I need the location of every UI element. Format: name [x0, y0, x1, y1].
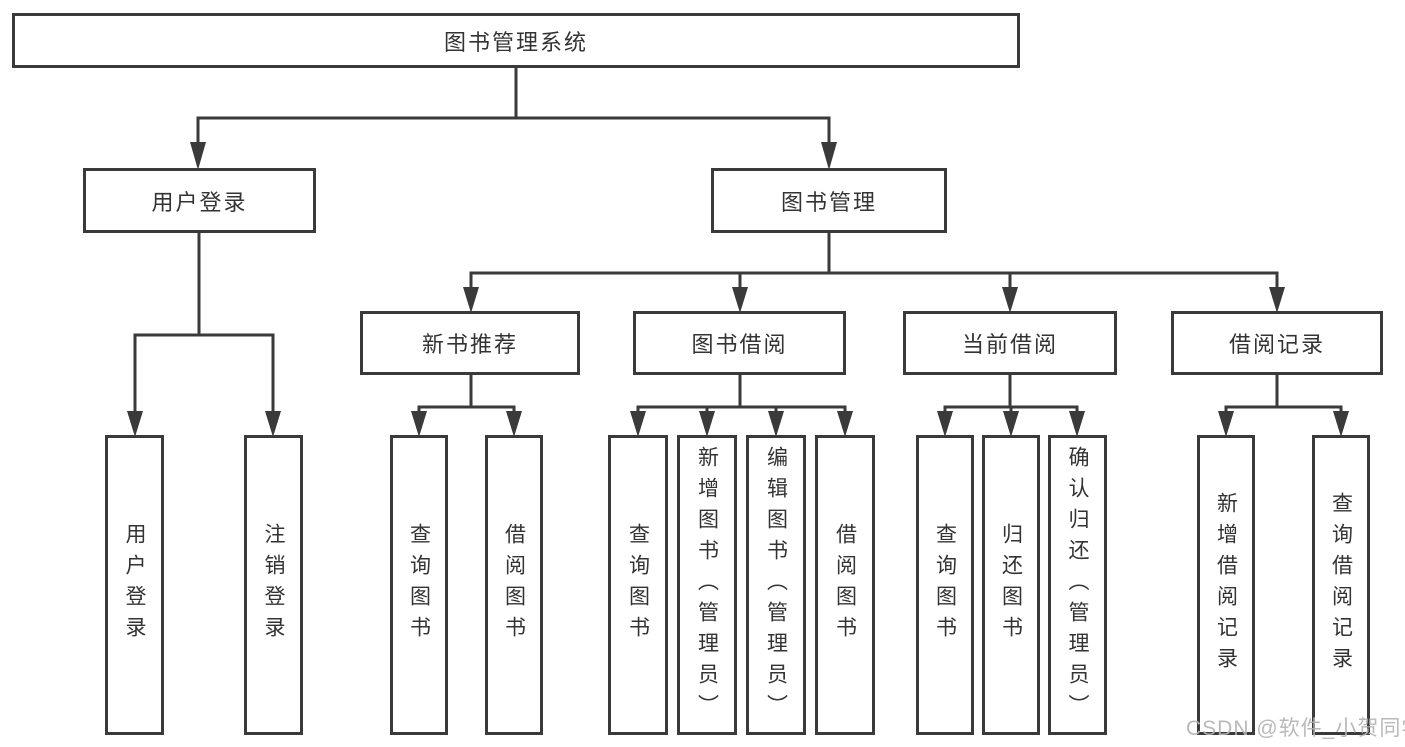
node-leaf-confirm-return-admin: 确认归还（管理员） [1048, 435, 1107, 735]
node-label: 确认归还（管理员） [1066, 445, 1090, 725]
node-label: 新书推荐 [421, 332, 518, 357]
node-book-borrowing: 图书借阅 [633, 311, 846, 375]
node-label: 图书管理系统 [443, 29, 588, 55]
watermark-csdn: CSDN @软件_小贺同学 [1186, 717, 1405, 740]
node-current-borrowing: 当前借阅 [903, 311, 1117, 375]
node-label: 查询图书 [933, 523, 958, 647]
node-label: 当前借阅 [961, 332, 1058, 357]
node-label: 查询图书 [626, 523, 651, 647]
node-label: 查询借阅记录 [1329, 492, 1354, 678]
node-user-login: 用户登录 [83, 168, 316, 233]
node-leaf-add-borrow-record: 新增借阅记录 [1197, 435, 1255, 735]
arrowheads [127, 142, 1349, 437]
node-label: 借阅图书 [502, 523, 527, 647]
node-leaf-add-books-admin: 新增图书（管理员） [677, 435, 737, 735]
node-label: 用户登录 [123, 523, 147, 647]
node-label: 新增借阅记录 [1214, 492, 1239, 678]
node-leaf-user-login: 用户登录 [105, 435, 164, 735]
node-leaf-query-books-current: 查询图书 [916, 435, 974, 735]
node-label: 图书管理 [780, 189, 877, 215]
node-leaf-return-books: 归还图书 [982, 435, 1040, 735]
node-label: 借阅图书 [833, 523, 858, 647]
node-leaf-logout-login: 注销登录 [244, 435, 303, 735]
node-leaf-query-borrow-record: 查询借阅记录 [1312, 435, 1370, 735]
node-leaf-query-books-borrowing: 查询图书 [608, 435, 668, 735]
node-label: 编辑图书（管理员） [764, 445, 789, 725]
node-leaf-borrow-books-borrowing: 借阅图书 [815, 435, 875, 735]
node-borrowing-records: 借阅记录 [1171, 311, 1383, 375]
node-leaf-borrow-books-newbook: 借阅图书 [485, 435, 543, 735]
node-new-book-recommendation: 新书推荐 [360, 311, 580, 375]
node-leaf-query-books-newbook: 查询图书 [390, 435, 448, 735]
node-leaf-edit-books-admin: 编辑图书（管理员） [746, 435, 806, 735]
node-label: 新增图书（管理员） [695, 445, 720, 725]
node-label: 借阅记录 [1228, 332, 1325, 357]
node-label: 归还图书 [999, 523, 1024, 647]
node-label: 图书借阅 [691, 332, 788, 357]
node-label: 用户登录 [151, 189, 248, 215]
node-label: 注销登录 [262, 523, 286, 647]
node-label: 查询图书 [407, 523, 432, 647]
node-book-management: 图书管理 [711, 168, 947, 233]
node-library-management-system: 图书管理系统 [12, 13, 1020, 68]
